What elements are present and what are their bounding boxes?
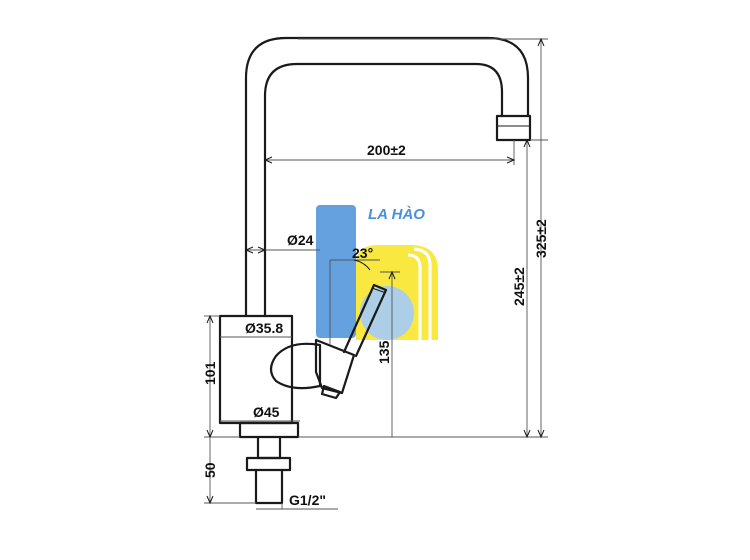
faucet-outline (218, 36, 532, 505)
logo-yellow-stripe-2 (413, 247, 432, 340)
dim-total-height: 325±2 (533, 219, 549, 258)
handle-raised-cap (371, 287, 387, 294)
dimension-lines (204, 37, 548, 510)
watermark-logo: LA HÀO (316, 205, 438, 340)
thread-pipe (254, 468, 284, 505)
dim-shank-length: 50 (202, 462, 218, 478)
dim-spout-height: 245±2 (511, 267, 527, 306)
dim-handle-angle: 23° (352, 245, 373, 261)
dim-thread: G1/2" (289, 492, 326, 508)
logo-light-blue-circle (360, 286, 414, 340)
dim-body-height: 101 (202, 361, 218, 385)
dim-base-diameter: Ø45 (253, 404, 280, 420)
dim-handle-height: 135 (376, 340, 392, 364)
mounting-nut (245, 456, 292, 472)
handle-lever-tip (320, 384, 342, 400)
logo-text: LA HÀO (368, 206, 425, 223)
logo-yellow-stripe-1 (407, 253, 422, 340)
spout-inner-line (263, 62, 504, 318)
handle-cartridge (269, 342, 322, 390)
dim-spout-reach: 200±2 (367, 142, 406, 158)
spout-outer-line (244, 36, 530, 318)
mounting-shank (256, 435, 282, 460)
handle-lever (314, 338, 356, 395)
dim-pipe-diameter: Ø24 (287, 232, 314, 248)
handle-raised-position (342, 283, 388, 358)
spout-tip (495, 114, 532, 142)
base-ring (238, 421, 300, 439)
dimension-labels: 200±2 Ø24 23° Ø35.8 Ø45 G1/2" 325±2 245±… (202, 142, 549, 508)
logo-blue-bar (316, 205, 356, 338)
dim-body-diameter: Ø35.8 (245, 320, 283, 336)
